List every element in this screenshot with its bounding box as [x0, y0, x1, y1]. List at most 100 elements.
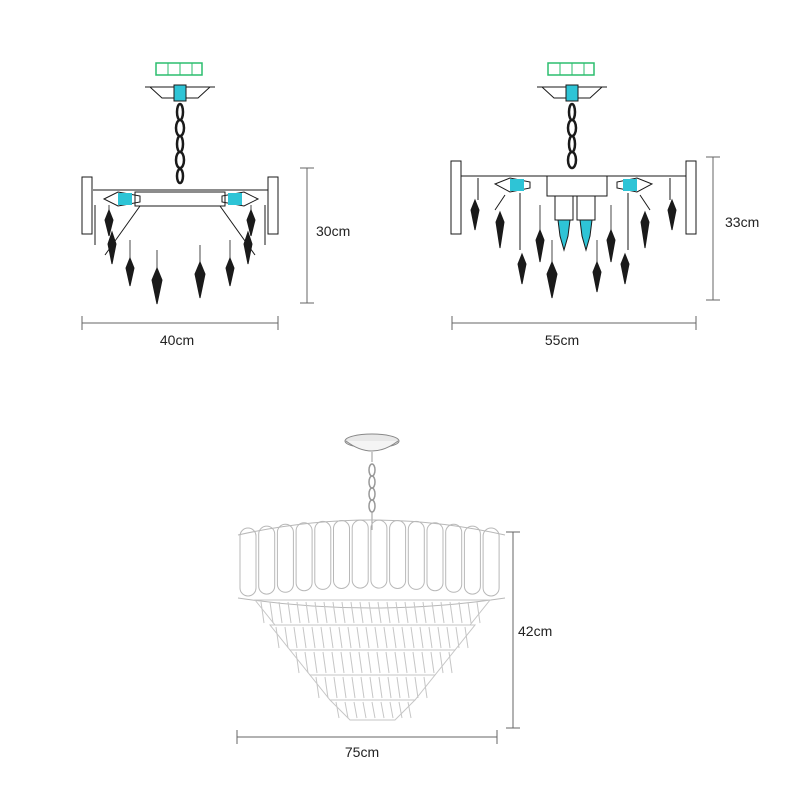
- crystal-prism: [412, 651, 417, 674]
- crystal-prism: [344, 701, 349, 719]
- crystal-prism: [422, 601, 427, 624]
- crystal-prism: [293, 626, 298, 649]
- bulb-icon: [579, 219, 593, 252]
- crystal-prism: [476, 601, 481, 624]
- crystal-prism: [403, 651, 408, 674]
- crystal-prism: [350, 601, 355, 624]
- crystal-prism: [359, 601, 364, 624]
- crystal-prism: [431, 601, 436, 624]
- crystal-panel: [389, 520, 407, 589]
- ceiling-mount-icon: [344, 433, 400, 462]
- crystal-prism: [380, 701, 385, 719]
- crystal-prism: [455, 626, 460, 649]
- crystal-prism: [333, 676, 338, 699]
- crystal-prism: [358, 651, 363, 674]
- crystal-prism: [295, 651, 300, 674]
- crystal-prism: [446, 626, 451, 649]
- crystal-prism: [448, 651, 453, 674]
- crystal-prism: [398, 701, 403, 719]
- crystal-prism: [367, 651, 372, 674]
- chain: [174, 102, 186, 185]
- ceiling-mount-icon: [145, 62, 215, 102]
- chain: [566, 102, 578, 170]
- crystal-prism: [275, 626, 280, 649]
- crystal-prism: [423, 676, 428, 699]
- crystal-prism: [407, 701, 412, 719]
- crystal-prism: [414, 676, 419, 699]
- crystal-prism: [405, 676, 410, 699]
- crystal-prism: [278, 601, 283, 624]
- crystal-prism: [342, 676, 347, 699]
- small-chandelier-drawing: [81, 62, 279, 305]
- crystal-prism: [437, 626, 442, 649]
- crystal-prism: [377, 601, 382, 624]
- crystal-panel: [276, 523, 294, 593]
- small-width-label: 40cm: [160, 332, 194, 348]
- bulb-icon: [102, 191, 141, 207]
- crystal-prism: [395, 601, 400, 624]
- crystal-prism: [365, 626, 370, 649]
- crystal-prism: [401, 626, 406, 649]
- crystal-prism: [362, 701, 367, 719]
- medium-chandelier-drawing: [450, 62, 697, 299]
- crystal-prism: [313, 651, 318, 674]
- crystal-prism: [320, 626, 325, 649]
- large-dimension-lines: [236, 531, 520, 744]
- crystal-prism: [269, 601, 274, 624]
- crystal-prism: [430, 651, 435, 674]
- large-width-label: 75cm: [345, 744, 379, 760]
- crystal-panel: [314, 520, 332, 590]
- small-height-label: 30cm: [316, 223, 350, 239]
- crystal-prism: [338, 626, 343, 649]
- crystal-prism: [449, 601, 454, 624]
- crystal-prism: [284, 626, 289, 649]
- crystal-prism: [392, 626, 397, 649]
- bulb-icon: [221, 191, 260, 207]
- crystal-prism: [341, 601, 346, 624]
- crystal-panel: [295, 522, 313, 592]
- bulb-icon: [616, 177, 654, 193]
- crystal-prism: [305, 601, 310, 624]
- crystal-tiers: [253, 599, 492, 721]
- crystal-prism: [332, 601, 337, 624]
- crystal-prism: [378, 676, 383, 699]
- crystal-prism: [369, 676, 374, 699]
- crystal-prism: [458, 601, 463, 624]
- crystal-prism: [385, 651, 390, 674]
- crystal-prism: [340, 651, 345, 674]
- crystal-panel: [239, 527, 257, 597]
- crystal-prism: [376, 651, 381, 674]
- crystal-panel: [463, 525, 481, 595]
- crystal-prism: [302, 626, 307, 649]
- small-dimension-lines: [81, 167, 314, 330]
- crystal-prism: [353, 701, 358, 719]
- crystal-prism: [349, 651, 354, 674]
- medium-width-label: 55cm: [545, 332, 579, 348]
- crystal-prism: [287, 601, 292, 624]
- crystal-prism: [410, 626, 415, 649]
- crystal-pendant-icon: [470, 198, 677, 299]
- bulb-icon: [557, 219, 571, 252]
- crystal-prism: [404, 601, 409, 624]
- crystal-panel: [445, 523, 463, 593]
- crystal-prism: [315, 676, 320, 699]
- crystal-prism: [296, 601, 301, 624]
- crystal-prism: [347, 626, 352, 649]
- crystal-prism: [419, 626, 424, 649]
- crystal-prism: [464, 626, 469, 649]
- crystal-prism: [440, 601, 445, 624]
- crystal-prism: [428, 626, 433, 649]
- chain: [368, 463, 376, 513]
- crystal-prism: [323, 601, 328, 624]
- crystal-prism: [322, 651, 327, 674]
- crystal-prism: [439, 651, 444, 674]
- crystal-pendant-icon: [104, 208, 256, 305]
- crystal-prism: [396, 676, 401, 699]
- crystal-prism: [329, 626, 334, 649]
- crystal-prism: [383, 626, 388, 649]
- crystal-prism: [368, 601, 373, 624]
- crystal-prism: [311, 626, 316, 649]
- crystal-prism: [331, 651, 336, 674]
- crown-panel-ring: [237, 519, 506, 609]
